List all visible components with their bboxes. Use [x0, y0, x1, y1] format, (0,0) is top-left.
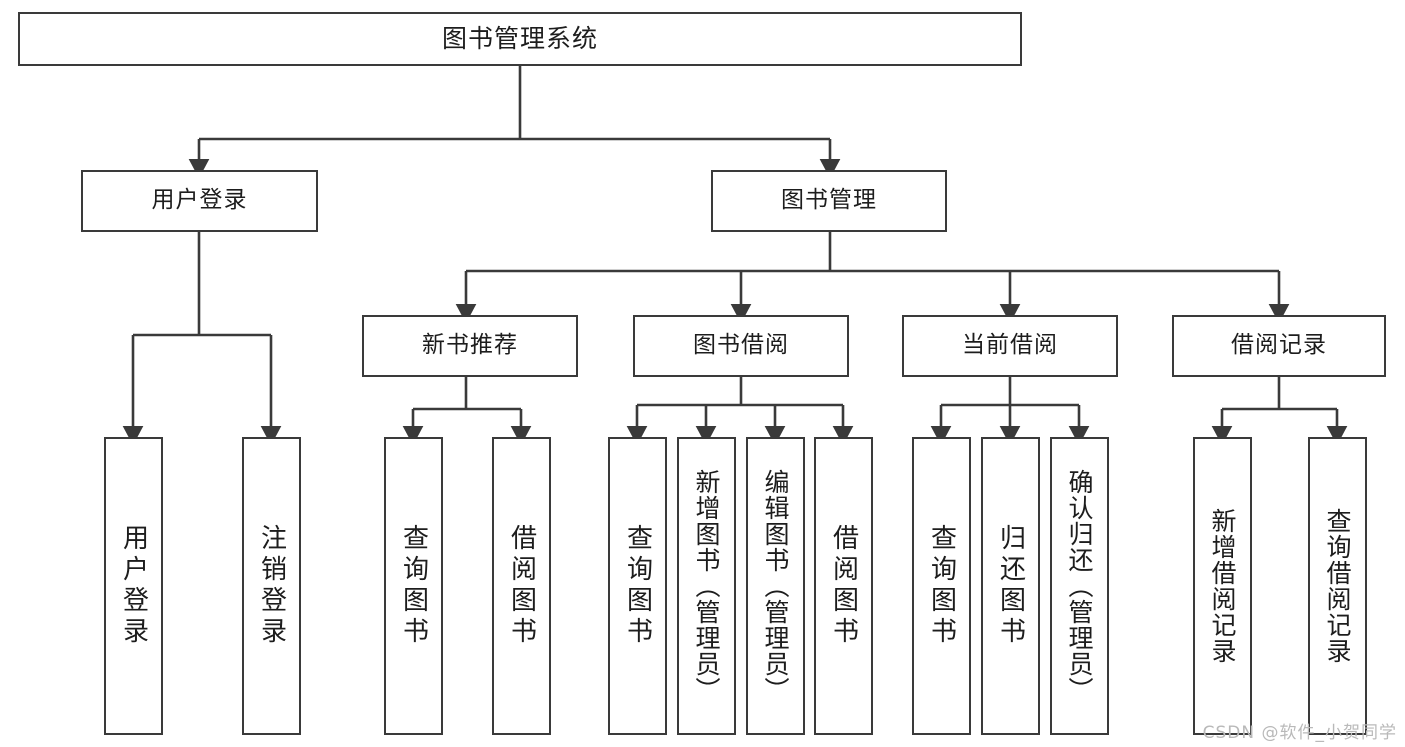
node-label: 注销登录 — [256, 524, 287, 648]
node-book-borrow[interactable]: 图书借阅 — [633, 315, 849, 377]
node-label: 新增图书（管理员） — [692, 469, 721, 703]
leaf-borrow-books[interactable]: 借阅图书 — [814, 437, 873, 735]
node-label: 查询借阅记录 — [1323, 508, 1352, 664]
leaf-query-borrow-record[interactable]: 查询借阅记录 — [1308, 437, 1367, 735]
node-label: 新书推荐 — [422, 332, 518, 359]
node-label: 借阅图书 — [828, 524, 859, 648]
leaf-query-books-recommend[interactable]: 查询图书 — [384, 437, 443, 735]
leaf-logout[interactable]: 注销登录 — [242, 437, 301, 735]
csdn-watermark: CSDN @软件_小贺同学 — [1202, 723, 1397, 743]
node-label: 图书管理系统 — [441, 24, 598, 54]
node-label: 当前借阅 — [962, 332, 1058, 359]
leaf-add-borrow-record[interactable]: 新增借阅记录 — [1193, 437, 1252, 735]
node-label: 编辑图书（管理员） — [761, 469, 790, 703]
node-book-management[interactable]: 图书管理 — [711, 170, 947, 232]
node-current-borrow[interactable]: 当前借阅 — [902, 315, 1118, 377]
leaf-query-books-current[interactable]: 查询图书 — [912, 437, 971, 735]
node-label: 图书管理 — [781, 187, 877, 214]
node-label: 图书借阅 — [693, 332, 789, 359]
node-root-system[interactable]: 图书管理系统 — [18, 12, 1022, 66]
node-label: 用户登录 — [118, 524, 149, 648]
leaf-add-book-admin[interactable]: 新增图书（管理员） — [677, 437, 736, 735]
leaf-query-books-borrow[interactable]: 查询图书 — [608, 437, 667, 735]
leaf-confirm-return-admin[interactable]: 确认归还（管理员） — [1050, 437, 1109, 735]
leaf-user-login[interactable]: 用户登录 — [104, 437, 163, 735]
node-label: 新增借阅记录 — [1208, 508, 1237, 664]
node-new-book-recommend[interactable]: 新书推荐 — [362, 315, 578, 377]
leaf-return-books[interactable]: 归还图书 — [981, 437, 1040, 735]
node-label: 借阅图书 — [506, 524, 537, 648]
node-label: 借阅记录 — [1231, 332, 1327, 359]
leaf-edit-book-admin[interactable]: 编辑图书（管理员） — [746, 437, 805, 735]
node-label: 查询图书 — [926, 524, 957, 648]
node-label: 查询图书 — [622, 524, 653, 648]
node-label: 确认归还（管理员） — [1065, 469, 1094, 703]
node-label: 查询图书 — [398, 524, 429, 648]
node-user-login[interactable]: 用户登录 — [81, 170, 318, 232]
leaf-borrow-books-recommend[interactable]: 借阅图书 — [492, 437, 551, 735]
node-label: 用户登录 — [151, 187, 248, 214]
node-label: 归还图书 — [995, 524, 1026, 648]
node-borrow-record[interactable]: 借阅记录 — [1172, 315, 1386, 377]
